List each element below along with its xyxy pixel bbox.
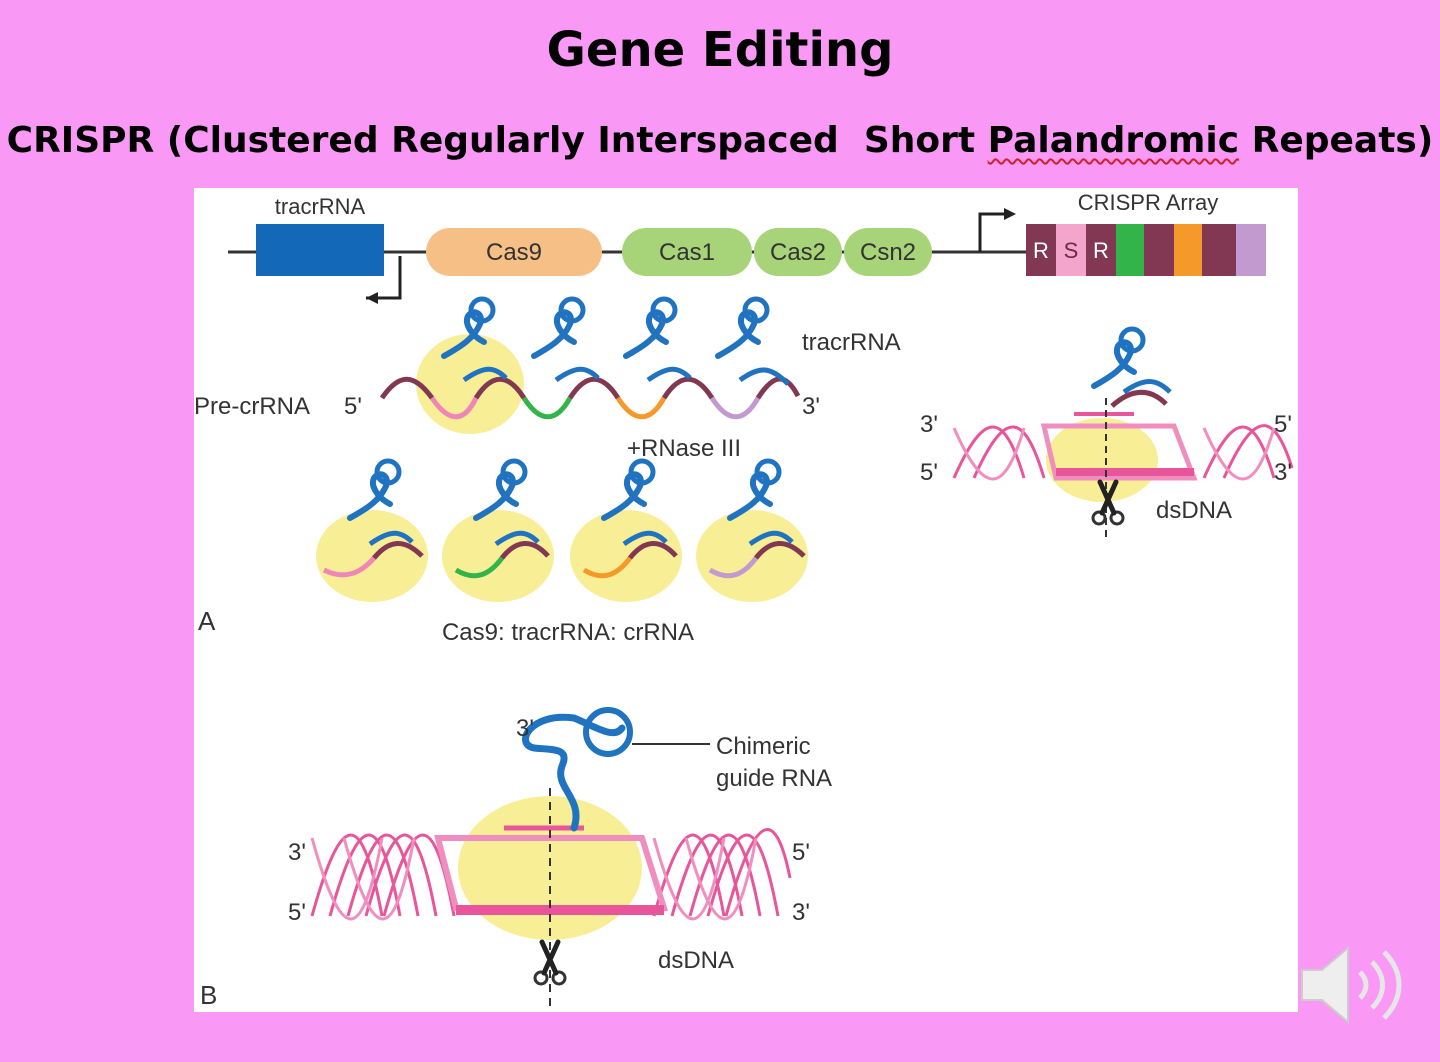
subtitle-text-1: CRISPR (Clustered Regularly Interspaced … <box>6 120 988 161</box>
crispr-array-label: CRISPR Array <box>1078 190 1219 215</box>
panel-b-dna-right-bottom: 3' <box>792 899 810 926</box>
panel-a-dna-left-bottom: 5' <box>920 459 938 486</box>
guide-label-line1: Chimeric <box>716 733 811 760</box>
crispr-locus: tracrRNA Cas9 Cas1 Cas2 Csn2 CRISPR Arra… <box>228 190 1266 304</box>
panel-a-dna-targeting: 3' 5' 5' 3' dsDNA <box>920 329 1294 538</box>
crispr-array: R S R <box>1026 224 1266 276</box>
csn2-gene-label: Csn2 <box>860 239 916 266</box>
panel-a-dna-right-top: 5' <box>1274 411 1292 438</box>
cas1-gene-label: Cas1 <box>659 239 715 266</box>
cas1-gene <box>622 228 752 276</box>
locus-tracrrna-label: tracrRNA <box>275 194 366 219</box>
cas2-gene-label: Cas2 <box>770 239 826 266</box>
panel-a-dna-right-bottom: 3' <box>1274 459 1292 486</box>
pre-crrna-row: tracrRNA Pre-crRNA 5' 3' +RNase III <box>194 299 901 462</box>
panel-a-letter: A <box>198 606 216 636</box>
array-repeat-1: R <box>1033 238 1049 263</box>
crispr-diagram: tracrRNA Cas9 Cas1 Cas2 Csn2 CRISPR Arra… <box>194 190 1294 1010</box>
array-spacer-1: S <box>1064 238 1079 263</box>
subtitle-misspelled-word: Palandromic <box>987 120 1240 161</box>
processed-complexes: A Cas9: tracrRNA: crRNA <box>198 461 808 646</box>
panel-b-dna-right-top: 5' <box>792 839 810 866</box>
speaker-icon[interactable] <box>1296 940 1408 1030</box>
panel-b-dna-targeting: 3' Chimeric guide RNA 3' 5' 5' 3' dsDNA … <box>200 707 832 1010</box>
panel-b-dsdna-label: dsDNA <box>658 947 734 974</box>
slide-title: Gene Editing <box>546 22 894 78</box>
complex-1 <box>316 461 428 602</box>
complex-2 <box>442 461 554 602</box>
panel-b-letter: B <box>200 980 217 1010</box>
panel-a-tracrrna-label: tracrRNA <box>802 329 901 356</box>
subtitle-text-2: Repeats) <box>1239 120 1434 161</box>
array-repeat-2: R <box>1093 238 1109 263</box>
pre-crrna-5prime: 5' <box>344 393 362 420</box>
crispr-figure: tracrRNA Cas9 Cas1 Cas2 Csn2 CRISPR Arra… <box>194 188 1298 1012</box>
complex-3 <box>570 461 682 602</box>
guide-3prime-label: 3' <box>516 715 534 742</box>
cas9-gene-label: Cas9 <box>486 239 542 266</box>
guide-label-line2: guide RNA <box>716 765 832 792</box>
pre-crrna-3prime: 3' <box>802 393 820 420</box>
cas9-gene <box>426 228 602 276</box>
panel-a-dsdna-label: dsDNA <box>1156 497 1232 524</box>
panel-b-dna-left-top: 3' <box>288 839 306 866</box>
rnase-label: +RNase III <box>627 435 741 462</box>
csn2-gene <box>844 228 932 276</box>
slide-subtitle: CRISPR (Clustered Regularly Interspaced … <box>0 120 1440 161</box>
pre-crrna-label: Pre-crRNA <box>194 393 310 420</box>
complex-label: Cas9: tracrRNA: crRNA <box>442 619 694 646</box>
panel-a-dna-left-top: 3' <box>920 411 938 438</box>
tracrrna-gene-box <box>256 224 384 276</box>
panel-b-dna-left-bottom: 5' <box>288 899 306 926</box>
cas2-gene <box>754 228 842 276</box>
complex-4 <box>696 461 808 602</box>
